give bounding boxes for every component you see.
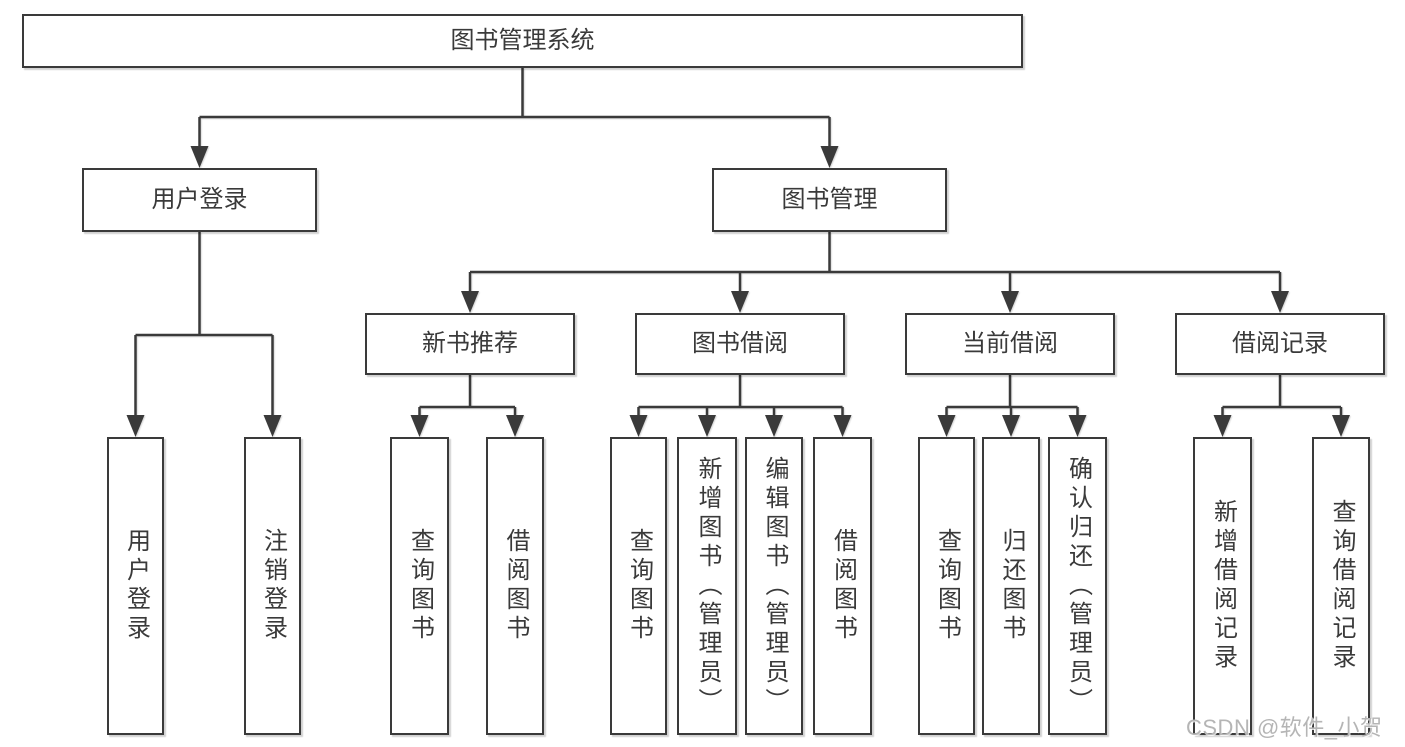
leaf-query-books-borrow: 查询图书 [610, 437, 667, 735]
leaf-edit-book-admin: 编辑图书（管理员） [745, 437, 803, 735]
leaf-confirm-return-admin: 确认归还（管理员） [1048, 437, 1107, 735]
leaf-add-book-admin: 新增图书（管理员） [677, 437, 737, 735]
node-new-book-recommend: 新书推荐 [365, 313, 575, 375]
leaf-add-borrow-record: 新增借阅记录 [1193, 437, 1252, 735]
leaf-query-books-recommend: 查询图书 [390, 437, 449, 735]
leaf-query-books-current: 查询图书 [918, 437, 975, 735]
csdn-watermark: CSDN @软件_小贺同学 [1186, 715, 1383, 740]
connector-arrows [126, 117, 1350, 437]
node-book-management: 图书管理 [712, 168, 947, 232]
connector-stubs [198, 68, 1282, 408]
node-current-borrow: 当前借阅 [905, 313, 1115, 375]
node-borrow-records: 借阅记录 [1175, 313, 1385, 375]
leaf-query-borrow-record: 查询借阅记录 [1312, 437, 1370, 735]
node-book-borrow: 图书借阅 [635, 313, 845, 375]
node-user-login: 用户登录 [82, 168, 317, 232]
leaf-borrow-books-recommend: 借阅图书 [486, 437, 544, 735]
node-root: 图书管理系统 [22, 14, 1023, 68]
leaf-user-login: 用户登录 [107, 437, 164, 735]
leaf-return-book: 归还图书 [982, 437, 1040, 735]
leaf-borrow-books: 借阅图书 [813, 437, 872, 735]
leaf-logout: 注销登录 [244, 437, 301, 735]
